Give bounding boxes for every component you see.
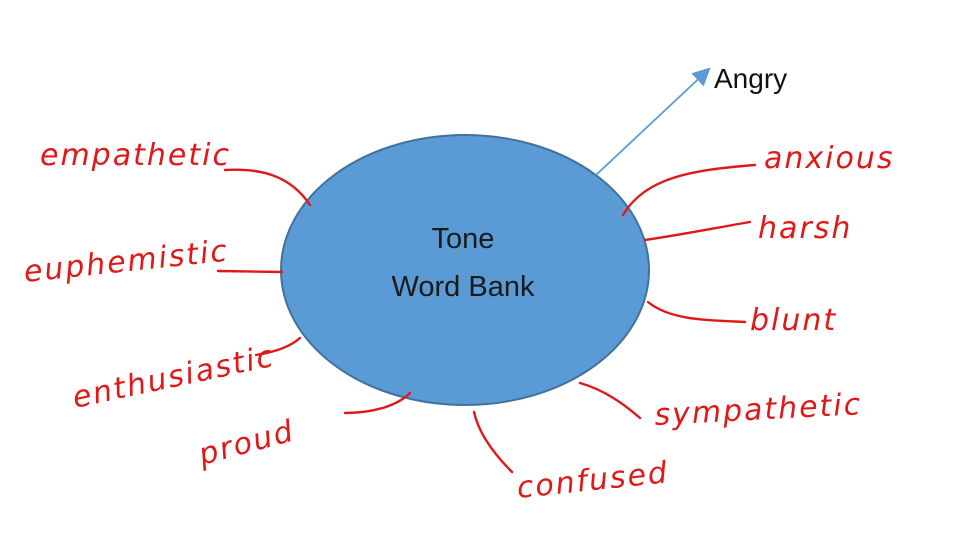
connector-sympathetic [578, 381, 642, 420]
word-blunt: blunt [750, 303, 837, 338]
word-euphemistic: euphemistic [22, 234, 230, 290]
angry-arrow [595, 67, 711, 176]
word-empathetic: empathetic [40, 138, 231, 173]
word-enthusiastic: enthusiastic [69, 339, 278, 416]
center-ellipse [280, 134, 650, 406]
word-confused: confused [515, 455, 670, 506]
connector-enthusiastic [254, 336, 302, 357]
connector-blunt [646, 300, 747, 324]
word-sympathetic: sympathetic [654, 387, 863, 433]
center-title-line1: Tone [432, 223, 495, 255]
word-harsh: harsh [758, 211, 852, 246]
word-proud: proud [194, 414, 298, 473]
connector-anxious [621, 163, 757, 217]
center-title-line2: Word Bank [392, 271, 535, 303]
word-anxious: anxious [764, 141, 894, 176]
connector-euphemistic [216, 269, 284, 274]
connector-empathetic [223, 168, 312, 207]
connector-proud [343, 391, 412, 415]
connector-harsh [643, 220, 752, 242]
connector-confused [472, 410, 514, 474]
angry-label: Angry [714, 63, 787, 94]
